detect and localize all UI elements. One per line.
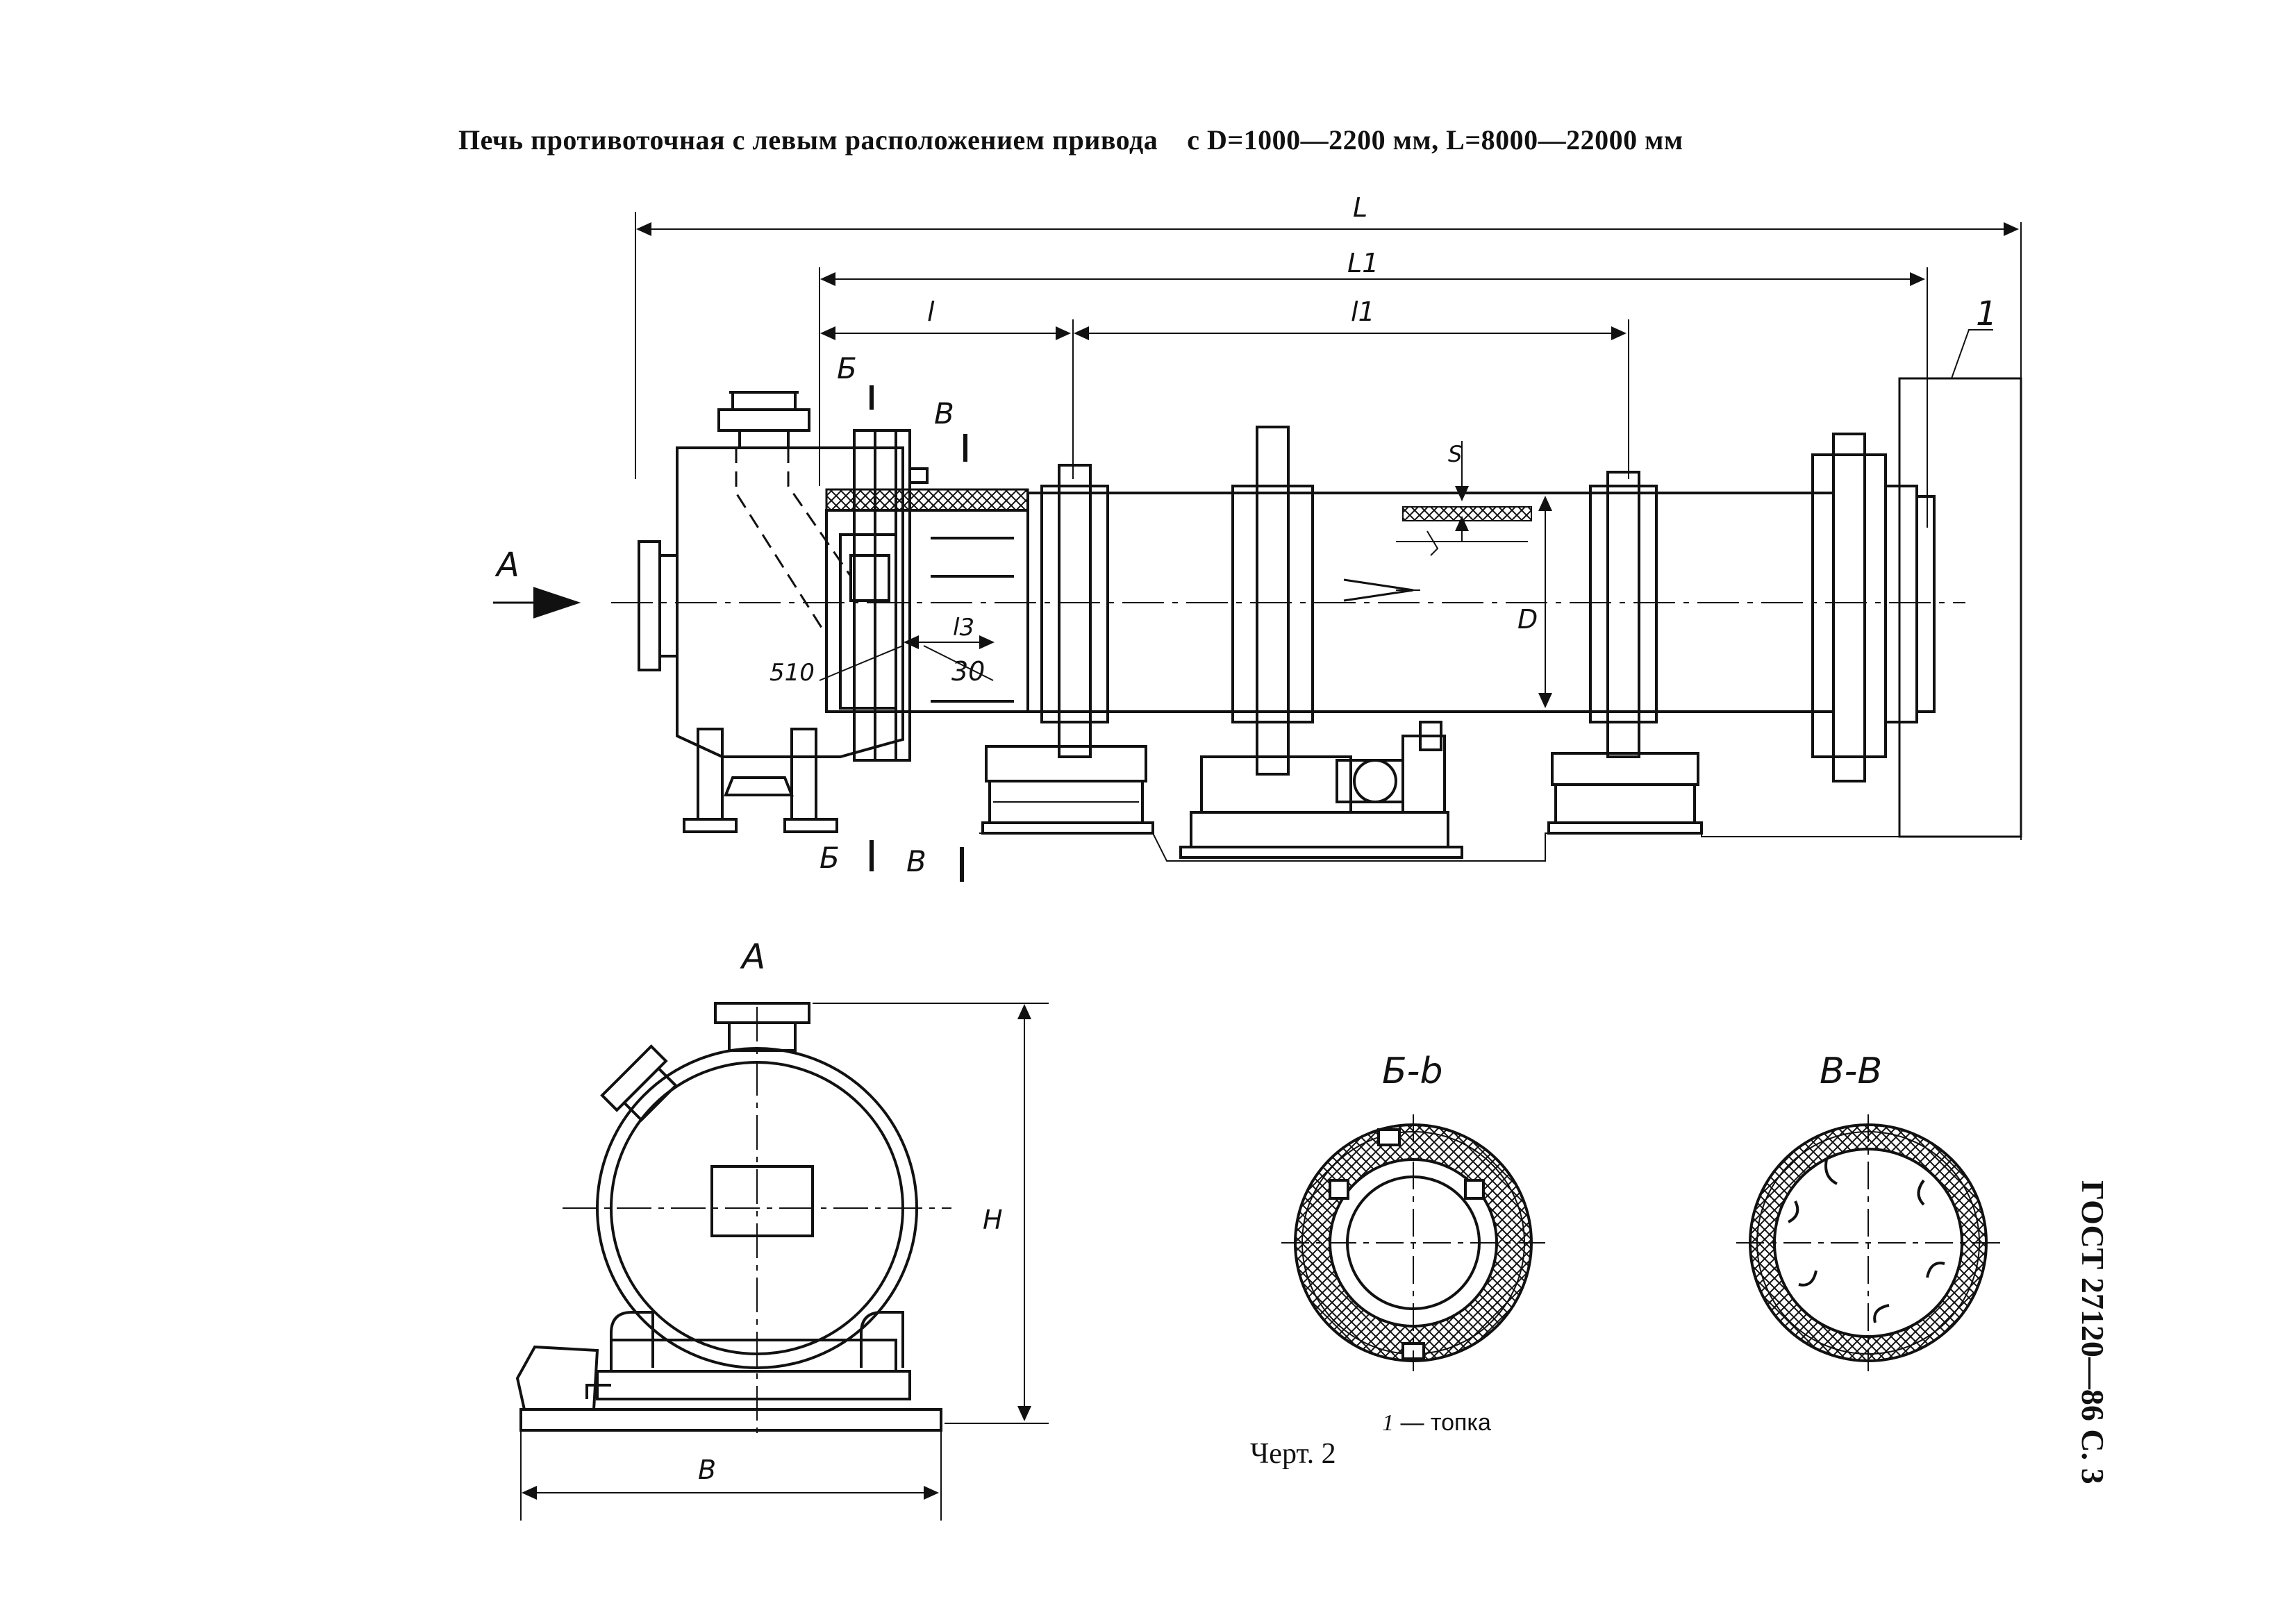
side-view xyxy=(493,212,2022,882)
title-range: с D=1000—2200 мм, L=8000—22000 мм xyxy=(1187,124,1683,156)
label-section-vv: В-В xyxy=(1820,1050,1882,1092)
end-view-A xyxy=(515,1002,1049,1521)
section-vv xyxy=(1736,1114,2000,1371)
support-3 xyxy=(1547,752,1703,835)
tyre-1 xyxy=(1040,485,1109,723)
lining-hatched xyxy=(825,488,1029,512)
label-H: H xyxy=(983,1205,1003,1235)
inlet-flange xyxy=(638,540,661,671)
label-l: l xyxy=(927,296,935,327)
label-cut-V-bottom: В xyxy=(906,844,926,878)
label-30: 30 xyxy=(951,656,985,687)
legend-text: — топка xyxy=(1400,1409,1491,1436)
label-arrow-A: A xyxy=(494,546,519,585)
label-callout-1: 1 xyxy=(1976,294,1997,333)
support-1 xyxy=(981,745,1154,835)
support-2-drive xyxy=(1179,721,1463,859)
label-l3: l3 xyxy=(953,614,974,642)
label-cut-V-top: В xyxy=(934,396,954,430)
girth-gear xyxy=(1231,485,1314,723)
tyre-3 xyxy=(1589,485,1658,723)
label-D: D xyxy=(1517,604,1538,635)
feed-head xyxy=(676,446,904,758)
label-L: L xyxy=(1353,192,1367,223)
top-flange xyxy=(717,408,810,432)
inlet-window xyxy=(710,1165,814,1237)
label-510: 510 xyxy=(770,659,815,687)
label-section-bb: Б-b xyxy=(1382,1050,1442,1092)
figure-caption: Черт. 2 xyxy=(1250,1438,1336,1470)
label-cut-B-bottom: Б xyxy=(820,841,840,875)
furnace-box xyxy=(1898,377,2022,838)
drawing-title: Печь противоточная с левым расположением… xyxy=(458,124,1683,156)
label-cut-B-top: Б xyxy=(837,351,857,385)
label-L1: L1 xyxy=(1347,248,1379,278)
label-view-A: A xyxy=(740,937,765,977)
label-S: S xyxy=(1448,441,1462,467)
legend-number: 1 xyxy=(1382,1410,1394,1436)
title-main: Печь противоточная с левым расположением… xyxy=(458,124,1158,156)
section-bb xyxy=(1281,1114,1545,1371)
label-B-width: B xyxy=(698,1455,716,1485)
legend: 1 — топка xyxy=(1382,1409,1491,1437)
label-l1: l1 xyxy=(1351,296,1375,327)
